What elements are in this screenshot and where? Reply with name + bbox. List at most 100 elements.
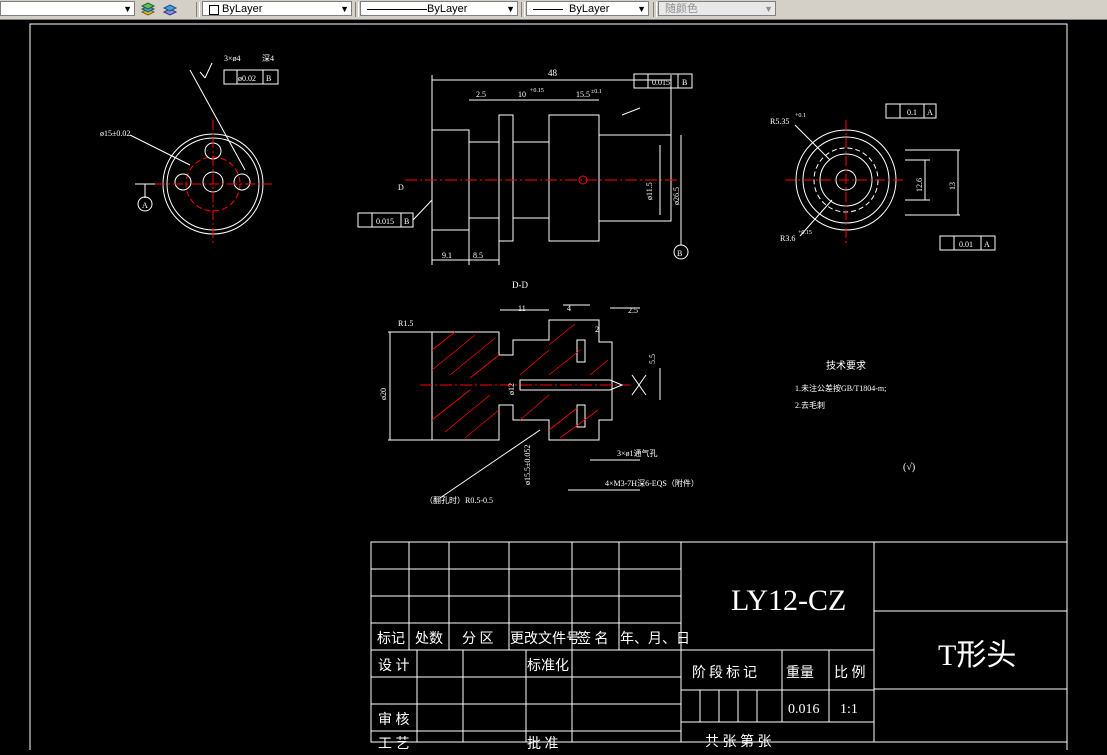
chevron-down-icon: ▼: [637, 4, 646, 14]
tech-note-1: 1.未注公差按GB/T1804-m;: [795, 383, 886, 393]
cad-drawing[interactable]: 3×ø4 深4 ø0.02 B ø15±0.02 A 48 2: [0, 20, 1107, 755]
section-dim-2: 2: [595, 325, 599, 334]
hole-note-b: 深4: [262, 54, 274, 63]
toolbar-separator: [355, 2, 359, 17]
hole-note-a: 3×ø4: [224, 54, 241, 63]
label-standard: 标准化: [527, 658, 569, 674]
flatness-tol: ø0.02: [238, 74, 256, 83]
side-perp-ref: B: [682, 78, 687, 87]
side-dia-b: ø26.5: [672, 187, 681, 205]
side-dia-a: ø11.5: [645, 182, 654, 200]
lineweight-preview: [533, 9, 563, 10]
right-view: [785, 103, 996, 251]
right-dim1: 12.6: [915, 178, 924, 192]
section-dim-4: 4: [567, 304, 571, 313]
label-mark: 标记: [377, 631, 405, 647]
layer-state-icon[interactable]: [162, 1, 178, 17]
part-number: LY12-CZ: [731, 584, 846, 617]
side-bottom-a: 9.1: [442, 251, 452, 260]
side-view: [357, 73, 693, 265]
sheet-count: 共 张 第 张: [705, 733, 772, 750]
front-left-view: [129, 62, 279, 245]
lineweight-dropdown[interactable]: ByLayer ▼: [526, 1, 649, 16]
side-dim-b-tol: +0.15: [530, 88, 544, 94]
side-perp-tol: 0.015: [652, 78, 670, 87]
label-weight: 重量: [786, 665, 814, 681]
right-r-tol: +0.1: [795, 113, 806, 119]
label-change-doc: 更改文件号: [510, 631, 580, 647]
section-dim-11: 11: [518, 304, 526, 313]
side-overall-dim: 48: [548, 68, 558, 78]
label-approve: 批 准: [527, 736, 559, 750]
side-dim-c: 15.5: [576, 90, 590, 99]
drawing-canvas[interactable]: 3×ø4 深4 ø0.02 B ø15±0.02 A 48 2: [0, 20, 1107, 755]
right-r2: R3.6: [780, 234, 795, 243]
drawing-frame: [29, 23, 1068, 755]
pcd-dim: ø15±0.02: [100, 129, 130, 138]
section-dia-12: ø12: [507, 383, 516, 395]
label-scale: 比 例: [834, 665, 866, 681]
properties-toolbar: ▼ ByLayer ▼ ByLayer ▼ ByLayer ▼ 随颜色 ▼: [0, 0, 1107, 20]
section-dia-15: ø15.5±0.052: [523, 445, 532, 485]
toolbar-separator: [196, 2, 200, 17]
label-review: 审 核: [378, 712, 410, 728]
label-zone: 分 区: [462, 631, 494, 647]
label-date: 年、月、日: [620, 631, 690, 647]
chevron-down-icon: ▼: [340, 4, 349, 14]
side-perp2-ref: B: [404, 217, 409, 226]
right-sym-tol: 0.1: [907, 108, 917, 117]
side-datum-b: B: [677, 249, 682, 258]
section-view: [388, 304, 661, 499]
section-chamfer-note: （翻孔时）R0.5-0.5: [425, 495, 493, 505]
linetype-value: ByLayer: [427, 3, 468, 15]
chevron-down-icon: ▼: [764, 4, 773, 14]
side-bottom-b: 8.5: [473, 251, 483, 260]
part-name: T形头: [938, 639, 1016, 672]
toolbar-dropdown-left[interactable]: ▼: [0, 1, 135, 16]
label-design: 设 计: [378, 658, 410, 674]
linetype-dropdown[interactable]: ByLayer ▼: [360, 1, 518, 16]
section-note-bolts: 4×M3-7H深6-EQS（附件）: [605, 478, 699, 488]
color-dropdown[interactable]: ByLayer ▼: [202, 1, 352, 16]
flatness-ref: B: [266, 74, 271, 83]
right-sym2-ref: A: [984, 240, 990, 249]
layer-icon[interactable]: [140, 1, 156, 17]
side-dim-c-tol: ±0.1: [591, 89, 602, 95]
side-datum-d: D: [398, 183, 404, 192]
plotstyle-value: 随颜色: [665, 3, 698, 15]
right-r2-tol: +0.15: [798, 230, 812, 236]
section-hatching: [431, 323, 609, 439]
side-dim-a: 2.5: [476, 90, 486, 99]
tech-notes-title: 技术要求: [826, 359, 866, 372]
title-block: [370, 541, 1068, 743]
section-dim-25: 2.5: [628, 306, 638, 315]
right-sym-ref: A: [927, 108, 933, 117]
section-dim-55: 5.5: [648, 354, 657, 364]
side-perp2-tol: 0.015: [376, 217, 394, 226]
section-title: D-D: [512, 280, 528, 290]
color-value: ByLayer: [222, 3, 263, 15]
scale-value: 1:1: [840, 702, 858, 717]
weight-value: 0.016: [788, 702, 820, 717]
chevron-down-icon: ▼: [506, 4, 515, 14]
right-r-dim: R5.35: [770, 117, 789, 126]
right-sym2-tol: 0.01: [959, 240, 973, 249]
label-process: 工 艺: [378, 736, 410, 750]
toolbar-separator: [521, 2, 525, 17]
plotstyle-dropdown[interactable]: 随颜色 ▼: [658, 1, 776, 16]
right-dim2: 13: [948, 182, 957, 190]
roughness-symbol: (√): [903, 462, 915, 473]
section-dia-20: ø20: [379, 388, 388, 400]
linetype-preview: [367, 9, 427, 10]
lineweight-value: ByLayer: [569, 3, 610, 15]
color-swatch-icon: [209, 5, 219, 15]
label-stage: 阶段标记: [692, 665, 760, 681]
section-note-holes: 3×ø1通气孔: [617, 448, 658, 458]
chevron-down-icon: ▼: [123, 4, 132, 14]
label-sign: 签 名: [577, 630, 609, 647]
datum-a: A: [142, 201, 148, 210]
side-dim-b: 10: [518, 90, 526, 99]
section-r: R1.5: [398, 319, 413, 328]
toolbar-separator: [653, 2, 657, 17]
label-count: 处数: [415, 631, 443, 647]
